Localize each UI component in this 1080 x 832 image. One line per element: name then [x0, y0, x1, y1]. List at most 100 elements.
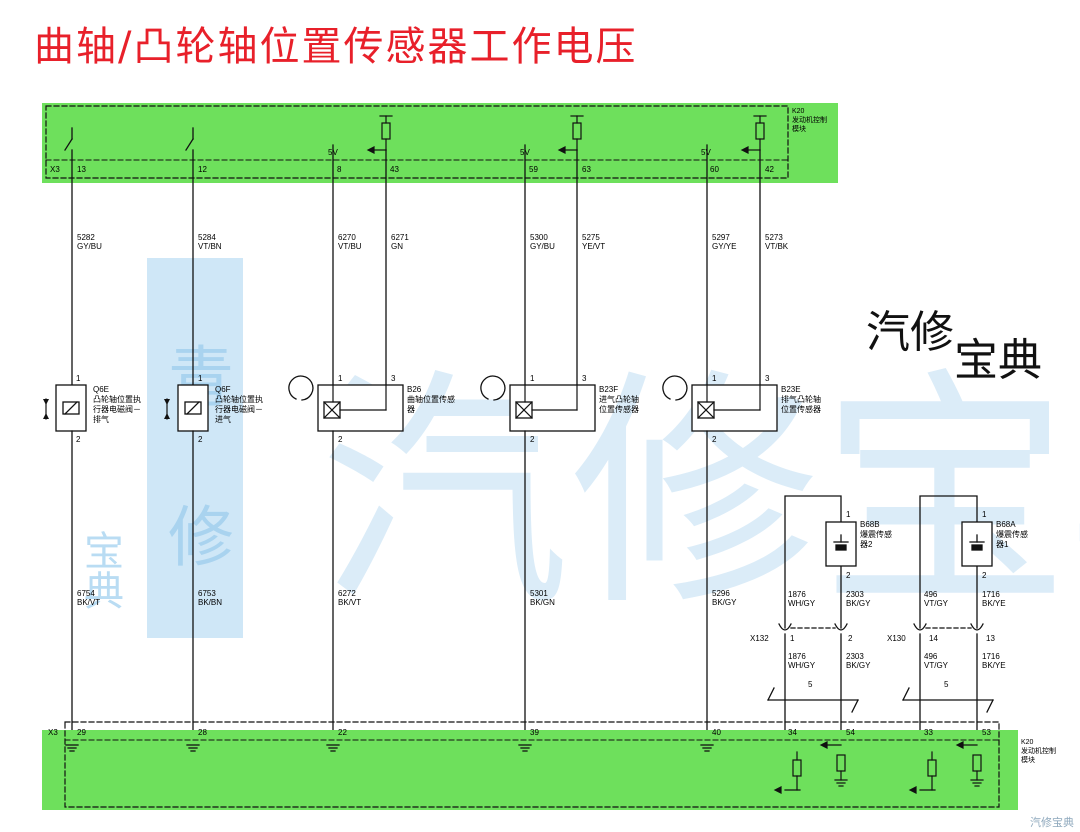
q6f-desc-2: 行器电磁阀－	[215, 404, 263, 414]
bottom-pin-39: 39	[530, 728, 539, 737]
b26-ref: B26	[407, 385, 422, 394]
b26-pin-c: 2	[338, 435, 343, 444]
top-pin-43: 43	[390, 165, 399, 174]
q6f-pin-bottom: 2	[198, 435, 203, 444]
wire-label-circuit-6270: 6270	[338, 233, 356, 242]
wire-label-color-5275: YE/VT	[582, 242, 605, 251]
watermark-side-bar	[147, 258, 243, 638]
brand-logo: 汽修宝典	[866, 296, 1042, 386]
b23f-ref: B23F	[599, 385, 618, 394]
b23f-pin-a: 1	[530, 374, 535, 383]
page-title: 曲轴/凸轮轴位置传感器工作电压	[34, 24, 638, 70]
wire-label-circuit-5275: 5275	[582, 233, 600, 242]
top-module-name-line2: 模块	[792, 124, 806, 133]
connector-x132-name: X132	[750, 634, 769, 643]
ground-icon-29	[65, 744, 79, 752]
knock-wire-lower-circuit-1876: 1876	[788, 652, 806, 661]
bottom-pin-22: 22	[338, 728, 347, 737]
b26-desc-1: 曲轴位置传感	[407, 394, 455, 404]
wire-label-color-5296: BK/GY	[712, 598, 737, 607]
q6e-desc-3: 排气	[93, 414, 109, 424]
q6e-pin-top: 1	[76, 374, 81, 383]
knock-wire-lower-circuit-496: 496	[924, 652, 938, 661]
b23f-desc-2: 位置传感器	[599, 404, 639, 414]
wire-label-circuit-5273: 5273	[765, 233, 783, 242]
bottom-module-ref: K20	[1021, 739, 1034, 746]
driver-switch-icon-2	[185, 127, 194, 161]
knock-input-circuit-1	[773, 741, 848, 794]
driver-switch-icon-1	[64, 127, 73, 161]
wire-label-color-6271: GN	[391, 242, 403, 251]
top-pin-60: 60	[710, 165, 719, 174]
q6f-desc-3: 进气	[215, 414, 231, 424]
wire-label-circuit-6754: 6754	[77, 589, 95, 598]
wire-label-color-6272: BK/VT	[338, 598, 361, 607]
knock-wire-lower-color-1876: WH/GY	[788, 661, 816, 670]
b23e-ref: B23E	[781, 385, 801, 394]
knock-wire-upper-circuit-1876: 1876	[788, 590, 806, 599]
top-pin-8: 8	[337, 165, 342, 174]
wire-label-color-5297: GY/YE	[712, 242, 736, 251]
bottom-module-border	[64, 721, 1000, 808]
pullup-resistor-icon-2	[557, 115, 584, 154]
b26-pin-a: 1	[338, 374, 343, 383]
wires-top	[71, 144, 761, 386]
bottom-module-name-line1: 发动机控制	[1021, 746, 1056, 755]
wire-label-circuit-5282: 5282	[77, 233, 95, 242]
b23e-pin-a: 1	[712, 374, 717, 383]
wire-label-circuit-5284: 5284	[198, 233, 216, 242]
twisted-pair-label-2: 5	[944, 680, 949, 689]
footer-watermark: 汽修宝典	[1030, 815, 1074, 829]
knock-wire-lower-color-496: VT/GY	[924, 661, 949, 670]
b68b-desc-2: 器2	[860, 540, 873, 549]
pullup-resistor-icon-3	[740, 115, 767, 154]
knock-sensor-b68a-wiring	[919, 495, 993, 629]
connector-x130-name: X130	[887, 634, 906, 643]
five-v-label-3: 5V	[701, 148, 711, 157]
b68b-ref: B68B	[860, 520, 880, 529]
solenoid-q6f	[164, 384, 209, 432]
top-module-name-line1: 发动机控制	[792, 115, 827, 124]
inline-connector-x130	[913, 623, 984, 631]
ground-icon-40	[700, 744, 714, 752]
b26-pin-b: 3	[391, 374, 396, 383]
top-pin-42: 42	[765, 165, 774, 174]
knock-wire-lower-color-1716: BK/YE	[982, 661, 1006, 670]
top-module-ref: K20	[792, 108, 805, 115]
knock-wire-upper-color-2303: BK/GY	[846, 599, 871, 608]
ground-icon-28	[186, 744, 200, 752]
bottom-pin-34: 34	[788, 728, 797, 737]
b68a-desc-1: 爆震传感	[996, 529, 1028, 539]
ground-icon-22	[326, 744, 340, 752]
wire-label-circuit-5297: 5297	[712, 233, 730, 242]
wire-label-color-6754: BK/VT	[77, 598, 100, 607]
knock-wire-lower-color-2303: BK/GY	[846, 661, 871, 670]
b23e-desc-1: 排气凸轮轴	[781, 394, 821, 404]
wire-label-color-5273: VT/BK	[765, 242, 789, 251]
connector-x130-pin-a: 14	[929, 634, 938, 643]
b23f-pin-c: 2	[530, 435, 535, 444]
q6e-ref: Q6E	[93, 385, 109, 394]
top-connector-label: X3	[50, 165, 60, 174]
wire-label-color-6753: BK/BN	[198, 598, 222, 607]
top-module-border	[45, 105, 789, 179]
sensor-b26	[288, 375, 404, 432]
sensor-b23e	[662, 375, 778, 432]
b23e-desc-2: 位置传感器	[781, 404, 821, 414]
watermark-side-char-2: 修	[168, 500, 234, 574]
q6e-desc-1: 凸轮轴位置执	[93, 394, 141, 404]
knock-wire-upper-color-1716: BK/YE	[982, 599, 1006, 608]
knock-wire-lower-circuit-2303: 2303	[846, 652, 864, 661]
knock-wire-upper-circuit-1716: 1716	[982, 590, 1000, 599]
bottom-pin-40: 40	[712, 728, 721, 737]
brand-part1: 汽修	[866, 307, 954, 358]
wire-label-color-5284: VT/BN	[198, 242, 222, 251]
wire-label-color-5300: GY/BU	[530, 242, 555, 251]
b68a-ref: B68A	[996, 520, 1016, 529]
wire-label-circuit-6753: 6753	[198, 589, 216, 598]
pullup-resistor-icon-1	[366, 115, 393, 154]
b68a-pin-bottom: 2	[982, 571, 987, 580]
knock-wire-upper-color-496: VT/GY	[924, 599, 949, 608]
knock-input-circuit-2	[908, 741, 984, 794]
